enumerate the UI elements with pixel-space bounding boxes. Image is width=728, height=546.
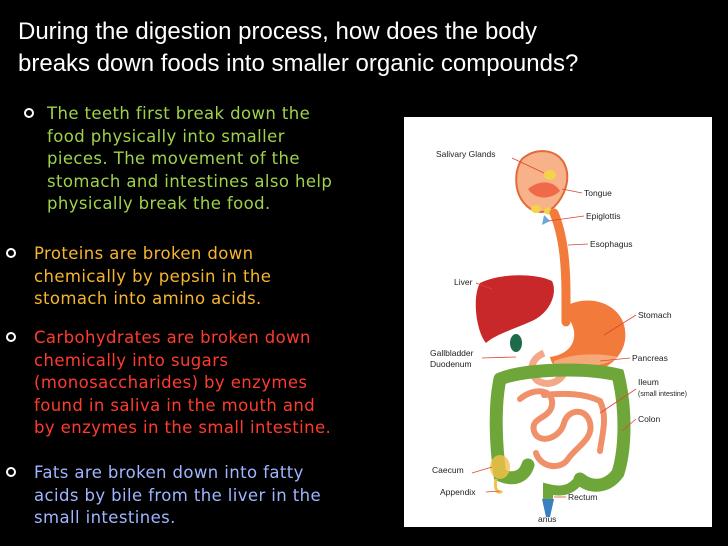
duodenum (528, 349, 568, 387)
esophagus (549, 208, 571, 327)
label-rectum: Rectum (568, 492, 597, 502)
bullet-marker-icon (24, 108, 34, 118)
label-pancreas: Pancreas (632, 353, 668, 363)
bullet-proteins: Proteins are broken down chemically by p… (6, 243, 271, 311)
appendix (494, 478, 504, 494)
bullet-line: Proteins are broken down (34, 244, 254, 263)
bullet-line: The teeth first break down the (47, 104, 311, 123)
label-ileum: Ileum (638, 377, 659, 387)
bullet-line: found in saliva in the mouth and (34, 395, 316, 415)
bullet-line: Carbohydrates are broken down (34, 328, 311, 347)
label-anus: anus (538, 514, 556, 524)
bullet-line: chemically into sugars (34, 350, 229, 370)
label-salivary-glands: Salivary Glands (436, 149, 496, 159)
bullet-marker-icon (6, 332, 16, 342)
bullet-fats: Fats are broken down into fatty acids by… (6, 462, 321, 530)
bullet-line: Fats are broken down into fatty (34, 463, 304, 482)
label-duodenum: Duodenum (430, 359, 472, 369)
anus (542, 499, 554, 517)
label-caecum: Caecum (432, 465, 464, 475)
label-tongue: Tongue (584, 188, 612, 198)
label-gallbladder: Gallbladder (430, 348, 474, 358)
epiglottis (542, 215, 550, 225)
label-stomach: Stomach (638, 310, 672, 320)
title-line-1: During the digestion process, how does t… (18, 18, 537, 45)
salivary-gland (544, 170, 556, 180)
bullet-line: small intestines. (34, 508, 176, 528)
bullet-teeth-physical: The teeth first break down the food phys… (24, 103, 332, 216)
gallbladder (510, 334, 522, 352)
bullet-line: physically break the food. (47, 194, 271, 214)
bullet-line: stomach and intestines also help (47, 171, 333, 191)
slide-title: During the digestion process, how does t… (18, 16, 718, 80)
digestive-system-illustration: Salivary Glands Tongue Epiglottis Esopha… (430, 149, 687, 524)
label-ileum-sub: (small intestine) (638, 391, 687, 398)
label-appendix: Appendix (440, 487, 476, 497)
liver (475, 275, 554, 343)
bullet-marker-icon (6, 467, 16, 477)
tongue (528, 182, 560, 198)
bullet-carbohydrates: Carbohydrates are broken down chemically… (6, 327, 331, 440)
bullet-line: by enzymes in the small intestine. (34, 418, 332, 438)
rectum (543, 474, 585, 508)
label-epiglottis: Epiglottis (586, 211, 621, 221)
digestive-system-diagram: Salivary Glands Tongue Epiglottis Esopha… (404, 117, 712, 527)
bullet-line: stomach into amino acids. (34, 289, 262, 309)
bullet-line: food physically into smaller (47, 126, 285, 146)
bullet-line: (monosaccharides) by enzymes (34, 373, 308, 393)
small-intestine (517, 388, 608, 470)
title-line-2: breaks down foods into smaller organic c… (18, 50, 579, 77)
label-colon: Colon (638, 414, 660, 424)
bullet-line: acids by bile from the liver in the (34, 485, 322, 505)
bullet-line: chemically by pepsin in the (34, 266, 272, 286)
mouth-cavity (515, 150, 569, 213)
caecum (490, 455, 510, 479)
label-esophagus: Esophagus (590, 239, 633, 249)
bullet-line: pieces. The movement of the (47, 149, 300, 169)
bullet-marker-icon (6, 248, 16, 258)
label-liver: Liver (454, 277, 473, 287)
salivary-gland (531, 205, 541, 213)
